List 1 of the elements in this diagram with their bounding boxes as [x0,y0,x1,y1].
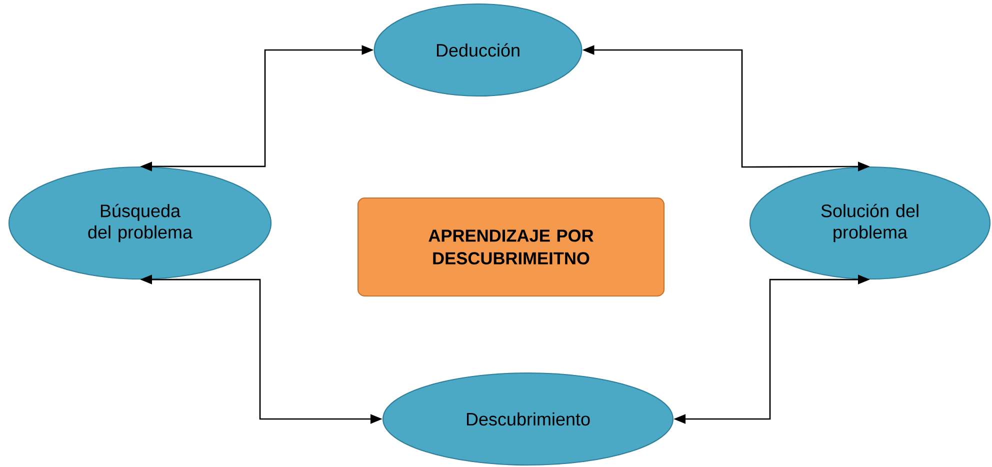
title-box: APRENDIZAJE POR DESCUBRIMEITNO [357,197,665,297]
